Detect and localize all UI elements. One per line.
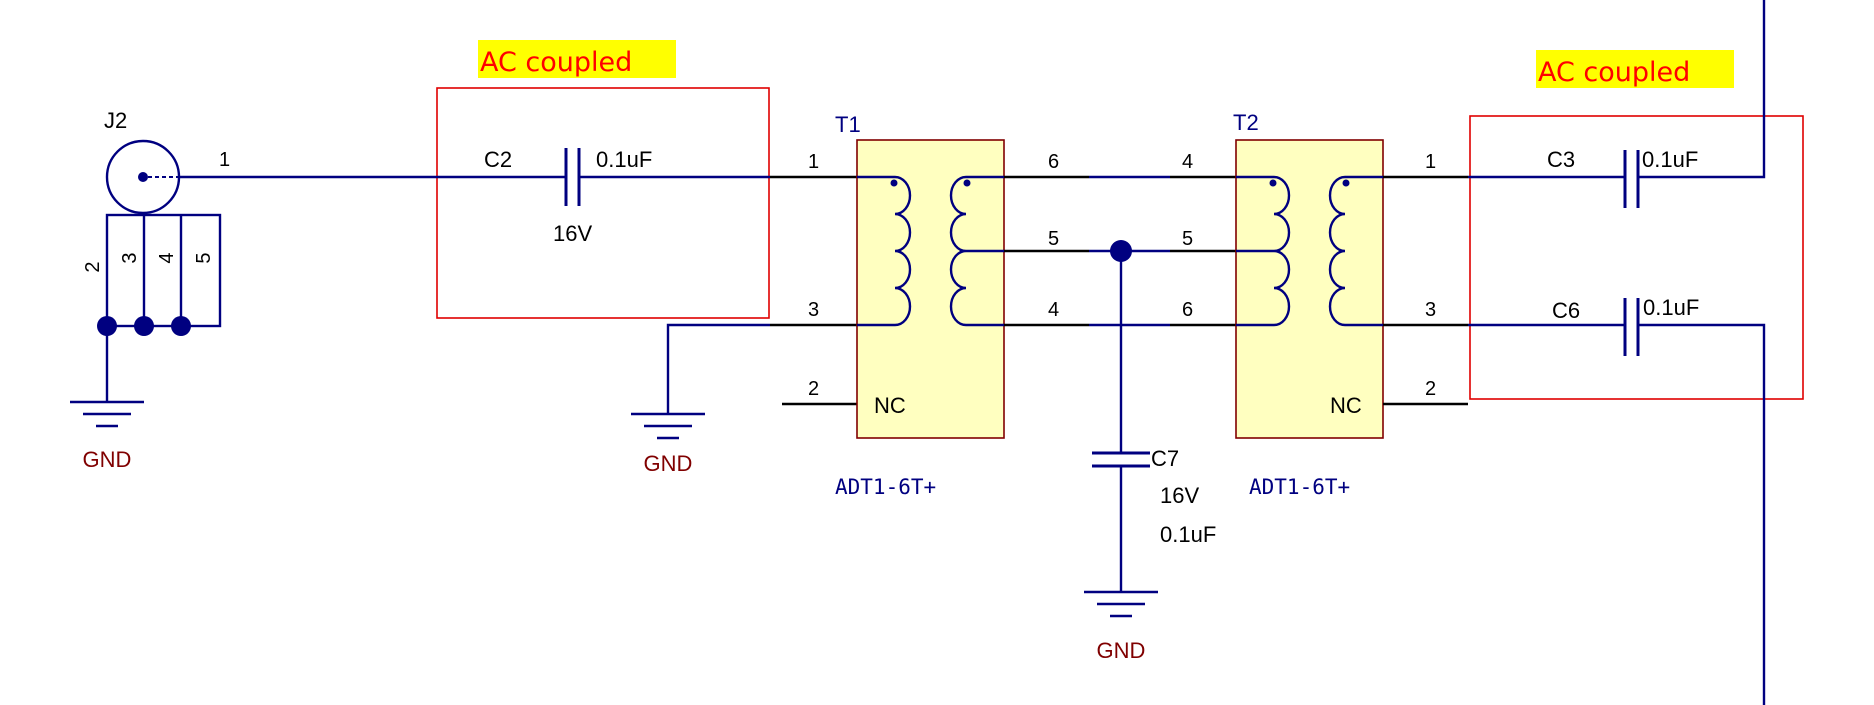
ac-coupled-text-right: AC coupled	[1538, 57, 1690, 88]
ground-symbol-j2: GND	[70, 400, 144, 472]
t2-pin-3: 3	[1425, 299, 1436, 321]
j2-pin-1-label: 1	[219, 149, 230, 171]
secondary-winding	[1328, 175, 1346, 327]
t1-pin-2: 2	[808, 378, 819, 400]
t2-nc-label: NC	[1330, 393, 1362, 418]
t1-part-label: ADT1-6T+	[835, 475, 936, 499]
coax-center-pin	[138, 172, 148, 182]
transformer-body	[856, 139, 1005, 439]
c2-ref-label: C2	[484, 147, 512, 172]
connector-j2: J2 1 2 3 4 5	[82, 108, 230, 402]
capacitor-c7: C7 16V 0.1uF	[1092, 446, 1216, 547]
junction-dot	[171, 316, 191, 336]
c6-ref-label: C6	[1552, 298, 1580, 323]
polarity-dot	[890, 179, 898, 187]
junction-dot	[134, 316, 154, 336]
polarity-dot	[1342, 179, 1350, 187]
c2-value-label: 0.1uF	[596, 147, 652, 172]
t2-pin-2: 2	[1425, 378, 1436, 400]
c6-value-label: 0.1uF	[1643, 295, 1699, 320]
capacitor-c3: C3 0.1uF	[1547, 147, 1698, 208]
ground-symbol-c7: GND	[1084, 590, 1158, 663]
j2-pin-5-label: 5	[193, 252, 215, 263]
gnd-label: GND	[1097, 638, 1146, 663]
c7-value-label: 0.1uF	[1160, 522, 1216, 547]
transformer-t2: T2 4 5 6 1 3 2 NC ADT1-6T+	[1182, 110, 1436, 499]
ac-coupled-text-left: AC coupled	[480, 47, 632, 78]
ac-coupling-box-left	[436, 87, 770, 319]
t1-ref-label: T1	[835, 112, 861, 137]
transformer-t1: T1 1 3 2 6 5 4 NC ADT1-6T+	[808, 112, 1059, 499]
t2-part-label: ADT1-6T+	[1249, 475, 1350, 499]
capacitor-c6: C6 0.1uF	[1552, 295, 1699, 356]
t2-ref-label: T2	[1233, 110, 1259, 135]
t2-pin-6: 6	[1182, 299, 1193, 321]
t1-pin-5: 5	[1048, 228, 1059, 250]
primary-winding	[894, 175, 912, 327]
ac-coupling-box-right	[1469, 115, 1804, 400]
polarity-dot	[963, 179, 971, 187]
polarity-dot	[1269, 179, 1277, 187]
c7-ref-label: C7	[1151, 446, 1179, 471]
c7-voltage-label: 16V	[1160, 483, 1199, 508]
shield-pins-box	[105, 213, 222, 328]
ground-symbol-t1: GND	[631, 412, 705, 476]
capacitor-c2: C2 0.1uF 16V	[484, 147, 652, 246]
t2-pin-4: 4	[1182, 151, 1193, 173]
t1-pin-3: 3	[808, 299, 819, 321]
t1-nc-label: NC	[874, 393, 906, 418]
c3-ref-label: C3	[1547, 147, 1575, 172]
gnd-label: GND	[83, 447, 132, 472]
j2-pin-3-label: 3	[119, 252, 141, 263]
connector-ref-label: J2	[104, 108, 127, 133]
ac-coupled-note-right: AC coupled	[1536, 50, 1734, 88]
gnd-label: GND	[644, 451, 693, 476]
t1-pin-1: 1	[808, 151, 819, 173]
t2-pin-1: 1	[1425, 151, 1436, 173]
transformer-body	[1235, 139, 1384, 439]
t2-pin-5: 5	[1182, 228, 1193, 250]
c3-value-label: 0.1uF	[1642, 147, 1698, 172]
j2-pin-2-label: 2	[82, 261, 104, 272]
j2-pin-4-label: 4	[156, 252, 178, 263]
t1-pin-6: 6	[1048, 151, 1059, 173]
t1-pin-4: 4	[1048, 299, 1059, 321]
ac-coupled-note-left: AC coupled	[478, 40, 676, 78]
c2-voltage-label: 16V	[553, 221, 592, 246]
